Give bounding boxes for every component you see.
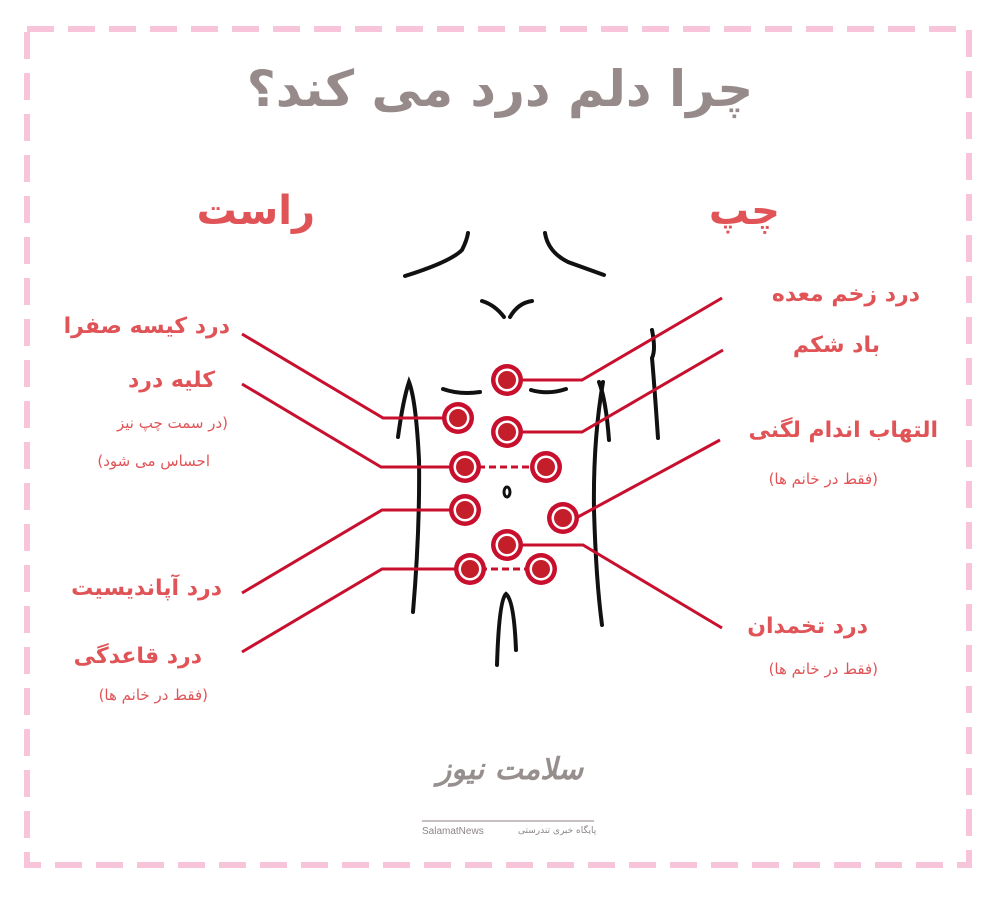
marker-bloating (491, 416, 523, 448)
page-title: چرا دلم درد می کند؟ (246, 60, 754, 118)
label-ovary: درد تخمدان (747, 614, 868, 639)
marker-kidney-left (530, 451, 562, 483)
marker-pelvic-inflammation (547, 502, 579, 534)
side-label-left: چپ (708, 188, 780, 234)
marker-ovary (491, 529, 523, 561)
label-stomach-ulcer: درد زخم معده (771, 282, 920, 307)
marker-kidney-right (449, 451, 481, 483)
marker-stomach-ulcer (491, 364, 523, 396)
salamatnews-logo: سلامت نیوز (436, 752, 584, 787)
label-menstrual-note: (فقط در خانم ها) (98, 686, 208, 704)
pain-markers (442, 364, 579, 585)
connector-lines (241, 296, 724, 654)
label-bloating: باد شکم (792, 333, 880, 358)
label-kidney: کلیه درد (127, 368, 215, 393)
label-kidney-note-2: احساس می شود) (97, 452, 210, 470)
logo-tagline: پایگاه خبری تندرستی (518, 826, 597, 836)
label-kidney-note-1: (در سمت چپ نیز (116, 414, 228, 432)
body-outline (396, 231, 660, 667)
marker-menstrual-right (454, 553, 486, 585)
marker-menstrual-left (525, 553, 557, 585)
marker-appendicitis (449, 494, 481, 526)
label-gallbladder: درد کیسه صفرا (63, 314, 230, 339)
label-ovary-note: (فقط در خانم ها) (768, 660, 878, 678)
logo-english-text: SalamatNews (422, 826, 484, 837)
marker-gallbladder (442, 402, 474, 434)
side-label-right: راست (196, 188, 315, 234)
label-pelvic-inflammation: التهاب اندام لگنی (748, 418, 938, 443)
label-menstrual: درد قاعدگی (73, 644, 202, 669)
label-pelvic-note: (فقط در خانم ها) (768, 470, 878, 488)
label-appendicitis: درد آپاندیسیت (71, 576, 222, 601)
